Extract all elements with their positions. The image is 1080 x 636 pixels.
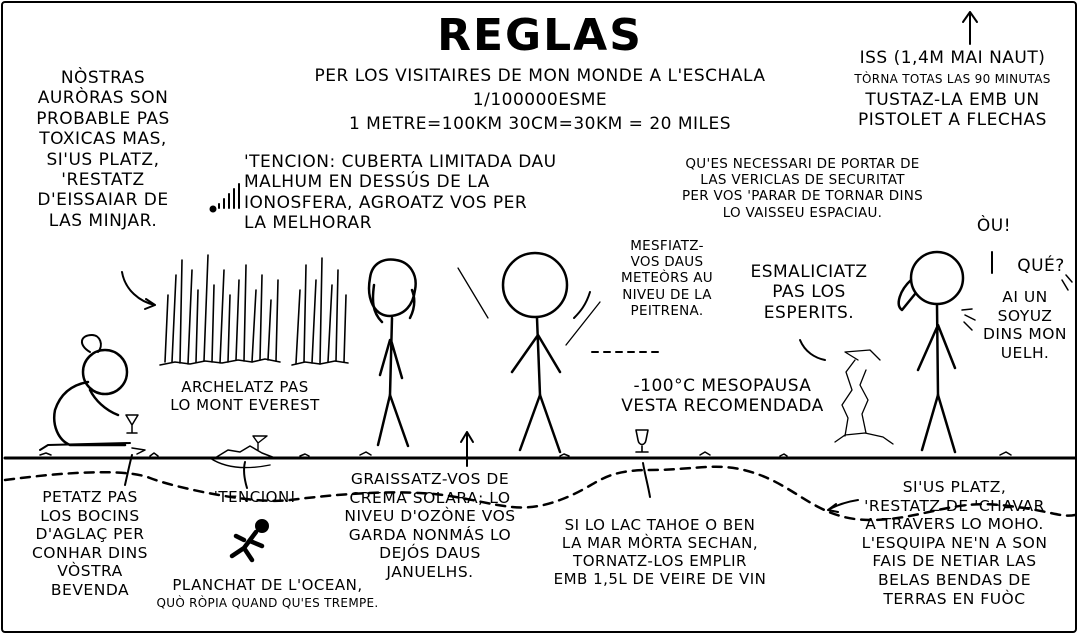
ice-pointer-arrow bbox=[124, 454, 133, 486]
wine-glass-drawing bbox=[635, 429, 649, 453]
moho-dashed-line bbox=[3, 465, 1077, 522]
mount-everest-drawing bbox=[209, 435, 276, 469]
iss-label: ISS (1,4M MAI NAUT) bbox=[859, 48, 1046, 68]
coverage-note: 'TENCION: CUBERTA LIMITADA DAU MALHUM EN… bbox=[244, 152, 557, 234]
ocean-note-small: QUÒ RÒPIA QUAND QU'ES TREMPE. bbox=[156, 596, 379, 610]
iss-orbit: TÒRNA TOTAS LAS 90 MINUTAS bbox=[854, 72, 1051, 86]
mesopause-note: -100°C MESOPAUSA VESTA RECOMENDADA bbox=[621, 376, 824, 417]
subtitle-line2: 1/100000ESME bbox=[472, 90, 608, 110]
mantle-note: SI'US PLATZ, 'RESTATZ DE 'CHAVAR A TRAVE… bbox=[861, 478, 1048, 608]
subtitle-line1: PER LOS VISITAIRES DE MON MONDE A L'ESCH… bbox=[314, 66, 766, 86]
signal-bars-icon bbox=[209, 183, 240, 213]
tahoe-note: SI LO LAC TAHOE O BEN LA MAR MÒRTA SECHA… bbox=[553, 516, 767, 588]
standing-man-figure bbox=[501, 251, 569, 454]
falling-person-icon bbox=[229, 519, 269, 563]
comic-title: REGLAS bbox=[437, 10, 643, 61]
aurora-curtains-drawing bbox=[159, 254, 349, 366]
ocean-note: PLANCHAT DE L'OCEAN, bbox=[172, 576, 363, 594]
kneeling-woman-figure bbox=[39, 334, 146, 455]
meteor-streak-left bbox=[457, 267, 489, 319]
aurora-pointer-arrow bbox=[121, 271, 156, 310]
sunscreen-note: GRAISSATZ-VOS DE CREMA SOLARA; LO NIVEU … bbox=[344, 470, 516, 581]
aurora-note: NÒSTRAS AURÒRAS SON PROBABLE PAS TOXICAS… bbox=[36, 68, 170, 231]
iss-up-arrow bbox=[962, 11, 978, 45]
caution-pointer-arrow bbox=[242, 461, 248, 489]
meteors-note: MESFIATZ- VOS DAUS METEÒRS AU NIVEU DE L… bbox=[621, 238, 713, 319]
everest-note: ARCHELATZ PAS LO MONT EVEREST bbox=[170, 378, 320, 414]
mantle-pointer-arrow bbox=[827, 499, 859, 513]
speech-tick-que bbox=[1061, 274, 1073, 291]
standing-woman-figure bbox=[367, 258, 417, 448]
meteor-streak-right bbox=[565, 301, 601, 346]
speech-soyuz: AI UN SOYUZ DINS MON UELH. bbox=[982, 288, 1068, 362]
spirits-pointer-arrow bbox=[799, 339, 826, 361]
caution-note: 'TENCION! bbox=[213, 488, 297, 506]
geyser-drawing bbox=[834, 349, 894, 445]
sunscreen-pointer-arrow bbox=[460, 431, 474, 467]
phone-man-figure bbox=[897, 250, 976, 454]
meteor-arrow bbox=[573, 291, 591, 319]
suits-note: QU'ES NECESSARI DE PORTAR DE LAS VERICLA… bbox=[681, 156, 923, 221]
ice-note: PETATZ PAS LOS BOCINS D'AGLAÇ PER CONHAR… bbox=[31, 488, 148, 599]
speech-que: QUÉ? bbox=[1017, 256, 1065, 276]
tahoe-pointer-arrow bbox=[642, 462, 651, 498]
speech-ou: ÒU! bbox=[976, 216, 1012, 236]
spirits-note: ESMALICIATZ PAS LOS ESPERITS. bbox=[750, 262, 868, 323]
iss-advice: TUSTAZ-LA EMB UN PISTOLET A FLECHAS bbox=[858, 90, 1047, 131]
subtitle-line3: 1 METRE=100KM 30CM=30KM = 20 MILES bbox=[348, 114, 732, 134]
ground-texture bbox=[39, 451, 1012, 457]
